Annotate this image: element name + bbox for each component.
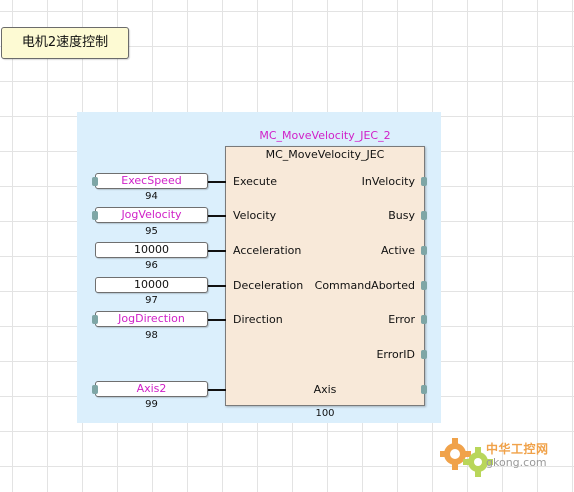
pin-acceleration: Acceleration	[233, 244, 302, 257]
pin-direction: Direction	[233, 313, 283, 326]
wire-deceleration	[207, 285, 226, 287]
wire-direction	[207, 319, 226, 321]
pin-errorid: ErrorID	[376, 348, 415, 361]
fb-instance-name[interactable]: MC_MoveVelocity_JEC_2	[259, 129, 391, 142]
order-number: 95	[145, 226, 158, 237]
input-connector-jogvelocity[interactable]	[92, 211, 98, 220]
pin-active: Active	[380, 244, 415, 257]
order-number: 97	[145, 295, 158, 306]
wire-acceleration	[207, 250, 226, 252]
watermark-url: gkong.com	[486, 456, 547, 469]
input-connector-execspeed[interactable]	[92, 177, 98, 186]
output-connector-axis[interactable]	[421, 385, 427, 394]
output-connector-active[interactable]	[421, 246, 427, 255]
input-var-jogvelocity[interactable]: JogVelocity	[95, 207, 208, 223]
pin-busy: Busy	[388, 209, 415, 222]
input-const-acceleration[interactable]: 10000	[95, 242, 208, 258]
output-connector-busy[interactable]	[421, 211, 427, 220]
wire-velocity	[207, 215, 226, 217]
output-connector-error[interactable]	[421, 315, 427, 324]
order-number: 96	[145, 260, 158, 271]
pin-commandaborted: CommandAborted	[314, 279, 415, 292]
output-connector-errorid[interactable]	[421, 350, 427, 359]
input-connector-axis2[interactable]	[92, 385, 98, 394]
watermark-brand: 中华工控网	[486, 442, 549, 456]
pin-execute: Execute	[233, 175, 277, 188]
input-var-jogdirection[interactable]: JogDirection	[95, 311, 208, 327]
pin-axis: Axis	[313, 383, 337, 396]
gkong-logo-icon	[440, 438, 493, 477]
order-number: 98	[145, 330, 158, 341]
order-number: 99	[145, 399, 158, 410]
fb-type-name: MC_MoveVelocity_JEC	[265, 148, 385, 161]
input-var-axis2[interactable]: Axis2	[95, 381, 208, 397]
output-connector-invelocity[interactable]	[421, 177, 427, 186]
function-block[interactable]	[225, 146, 425, 406]
pin-deceleration: Deceleration	[233, 279, 304, 292]
output-connector-commandaborted[interactable]	[421, 281, 427, 290]
pin-error: Error	[388, 313, 415, 326]
wire-execute	[207, 181, 226, 183]
comment-box[interactable]: 电机2速度控制	[1, 27, 129, 59]
input-const-deceleration[interactable]: 10000	[95, 277, 208, 293]
fb-order-number: 100	[315, 408, 335, 419]
input-connector-jogdirection[interactable]	[92, 315, 98, 324]
wire-axis	[207, 389, 226, 391]
order-number: 94	[145, 191, 158, 202]
pin-invelocity: InVelocity	[361, 175, 415, 188]
input-var-execspeed[interactable]: ExecSpeed	[95, 173, 208, 189]
pin-velocity: Velocity	[233, 209, 277, 222]
